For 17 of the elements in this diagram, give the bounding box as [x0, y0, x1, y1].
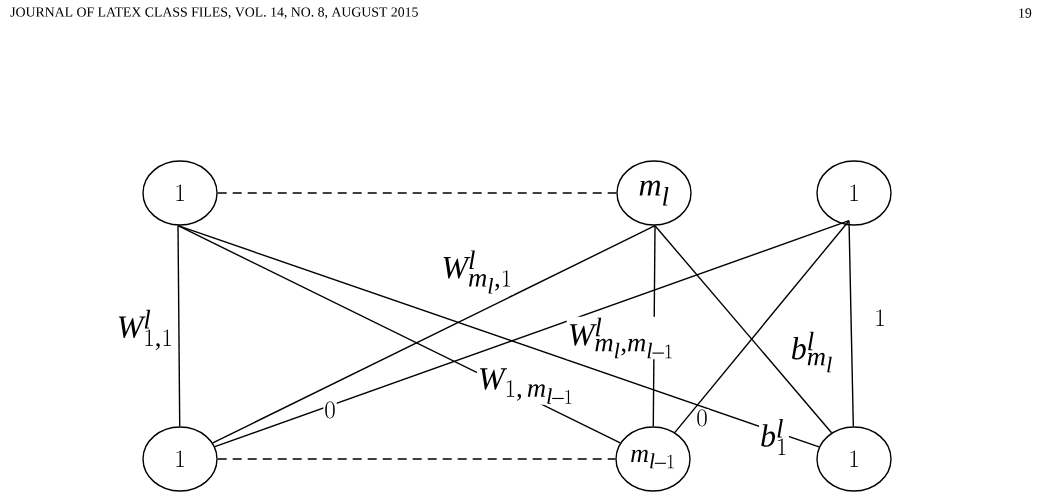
edge-label: $1$ [873, 308, 887, 327]
edge-label: $W^{l}_{m_{l},m_{l-1}}$ [566, 316, 676, 360]
descending-line [654, 225, 833, 434]
vertical-line [177, 225, 181, 427]
edge-label: $0$ [695, 408, 709, 427]
edge-label: $0$ [323, 400, 337, 419]
header-text: JOURNAL OF LATEX CLASS FILES, VOL. 14, NO. 8, AUGUST 2015 [10, 7, 418, 19]
edge-label: $b^{l}_{m_{l}}$ [789, 330, 835, 374]
vertical-line [848, 220, 855, 427]
edge-label: $W_{1,\,m_{l-1}}$ [476, 367, 576, 405]
edge-label: $W^{l}_{m_{l},1}$ [440, 249, 514, 295]
dashed-line [217, 192, 617, 194]
header-text: 19 [1019, 8, 1032, 18]
edge-label: $W^{l}_{1,1}$ [115, 308, 175, 352]
dashed-line [217, 458, 616, 460]
edge-label: $b^{l}_{1}$ [759, 417, 789, 457]
ascending-line [674, 220, 850, 434]
